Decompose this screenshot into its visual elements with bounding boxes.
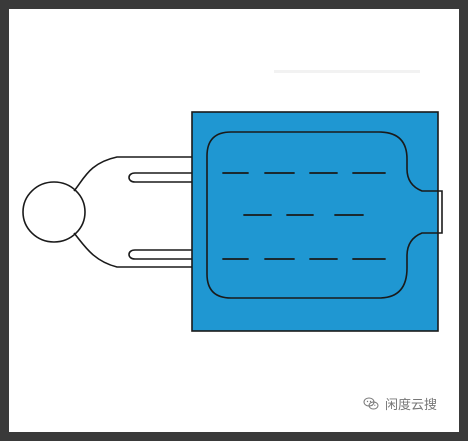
patient-head — [22, 181, 86, 243]
faint-background-mark — [274, 70, 420, 73]
warming-blanket — [191, 111, 439, 332]
watermark: 闲度云搜 — [363, 394, 437, 413]
patient-shoulders — [73, 156, 194, 268]
wechat-icon — [363, 397, 379, 409]
air-channels — [222, 172, 386, 260]
watermark-text: 闲度云搜 — [384, 398, 437, 413]
patient-arm-right — [128, 249, 194, 260]
patient-blanket-diagram — [22, 111, 443, 332]
patient-arm-left — [128, 172, 194, 183]
inflatable-chamber — [206, 131, 443, 299]
